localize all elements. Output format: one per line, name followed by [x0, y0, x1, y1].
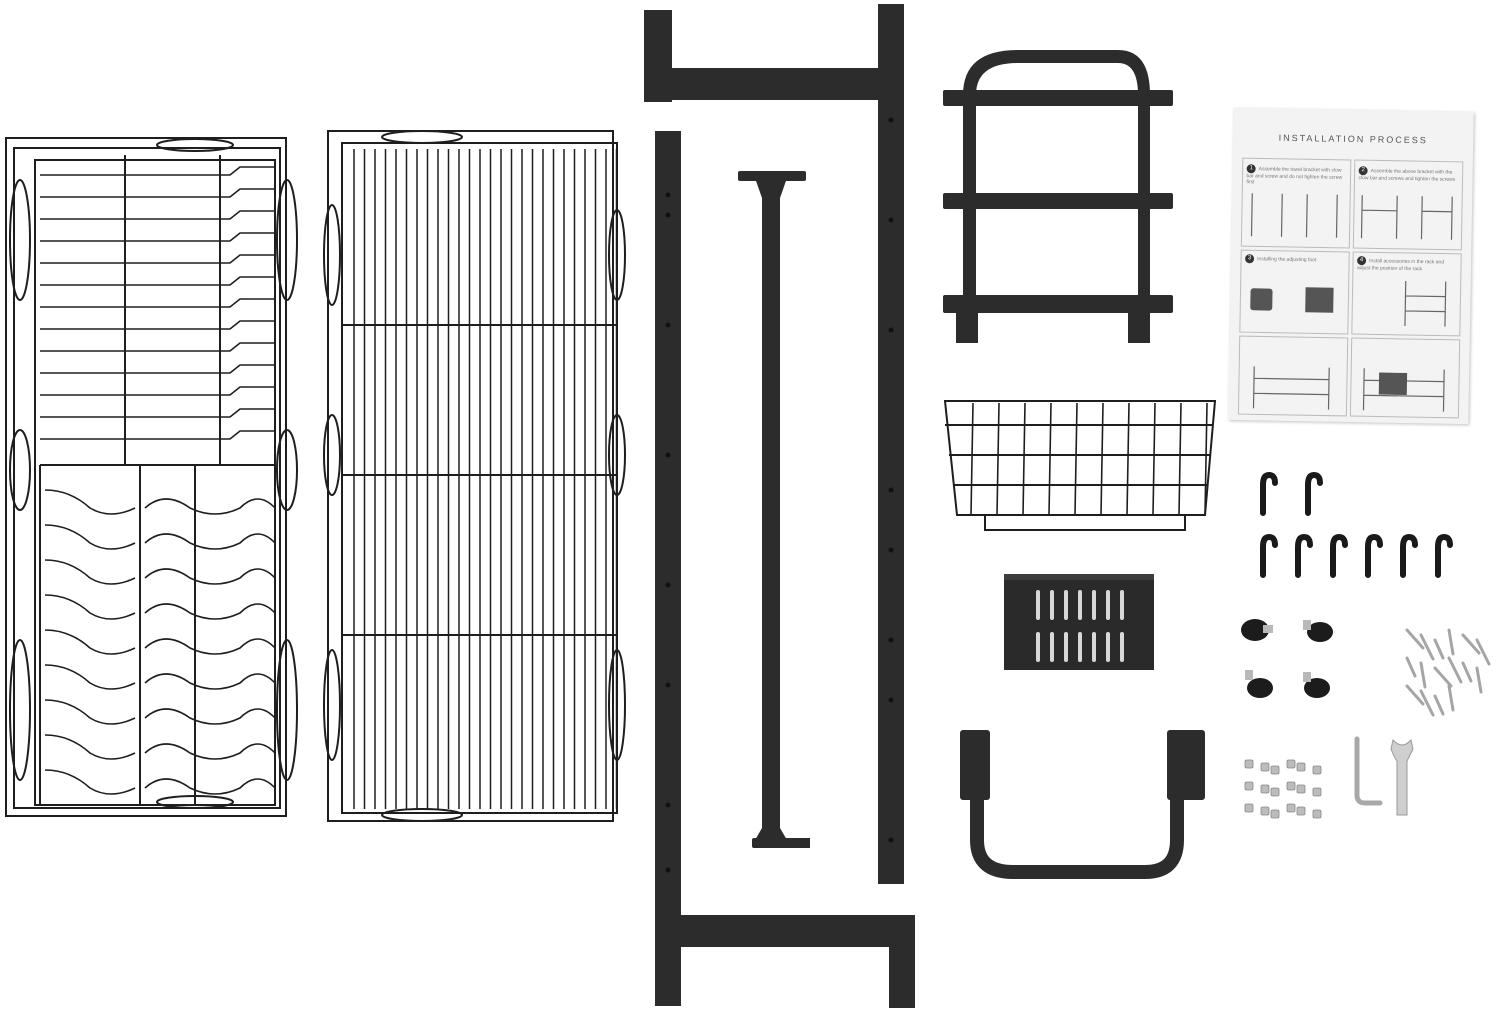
allen-key: [1354, 736, 1383, 806]
cross-bar: [738, 171, 810, 848]
wire-shelf: [323, 130, 626, 822]
nuts: [1244, 759, 1322, 819]
installation-instructions: INSTALLATION PROCESS: [1228, 107, 1474, 425]
bottom-frame-bracket: [655, 131, 915, 1008]
adjusting-feet: [1241, 619, 1333, 698]
dish-rack-basket: [5, 137, 298, 817]
top-frame-bracket: [644, 4, 904, 884]
knife-holder: [1004, 574, 1154, 670]
screws: [1405, 628, 1491, 717]
top-shelf-rack: [943, 50, 1173, 343]
towel-bar: [960, 730, 1205, 879]
s-hooks: [1260, 471, 1453, 578]
wrench: [1390, 738, 1414, 816]
utensil-basket: [943, 400, 1217, 531]
